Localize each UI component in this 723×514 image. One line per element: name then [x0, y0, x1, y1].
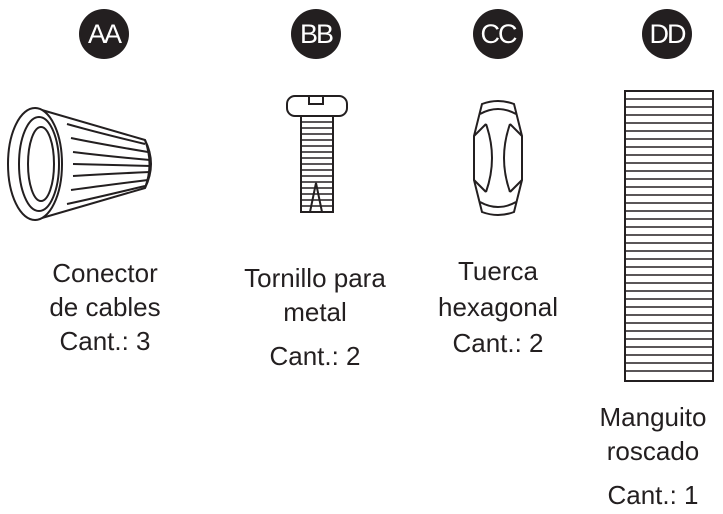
- part-dd-name-line2: roscado: [606, 436, 700, 466]
- part-bb-name-line2: metal: [283, 297, 347, 327]
- part-dd-name-line1: Manguito: [599, 402, 707, 432]
- wire-connector-icon: [5, 104, 155, 224]
- part-cc-name-line1: Tuerca: [458, 256, 538, 286]
- badge-cc: CC: [473, 9, 523, 59]
- part-bb-name-line1: Tornillo para: [244, 263, 386, 293]
- hex-nut-icon: [472, 100, 524, 216]
- badge-dd: DD: [642, 9, 692, 59]
- threaded-sleeve-icon: [624, 90, 714, 382]
- part-cc-name-line2: hexagonal: [438, 292, 558, 322]
- badge-bb: BB: [291, 9, 341, 59]
- part-aa-name-line1: Conector: [52, 258, 158, 288]
- part-aa-name-line2: de cables: [49, 292, 161, 322]
- part-bb-qty: Cant.: 2: [269, 341, 361, 371]
- machine-screw-icon: [286, 95, 348, 215]
- badge-aa: AA: [79, 9, 129, 59]
- part-aa-qty: Cant.: 3: [59, 326, 151, 356]
- part-dd-qty: Cant.: 1: [607, 480, 699, 510]
- part-cc-qty: Cant.: 2: [452, 328, 544, 358]
